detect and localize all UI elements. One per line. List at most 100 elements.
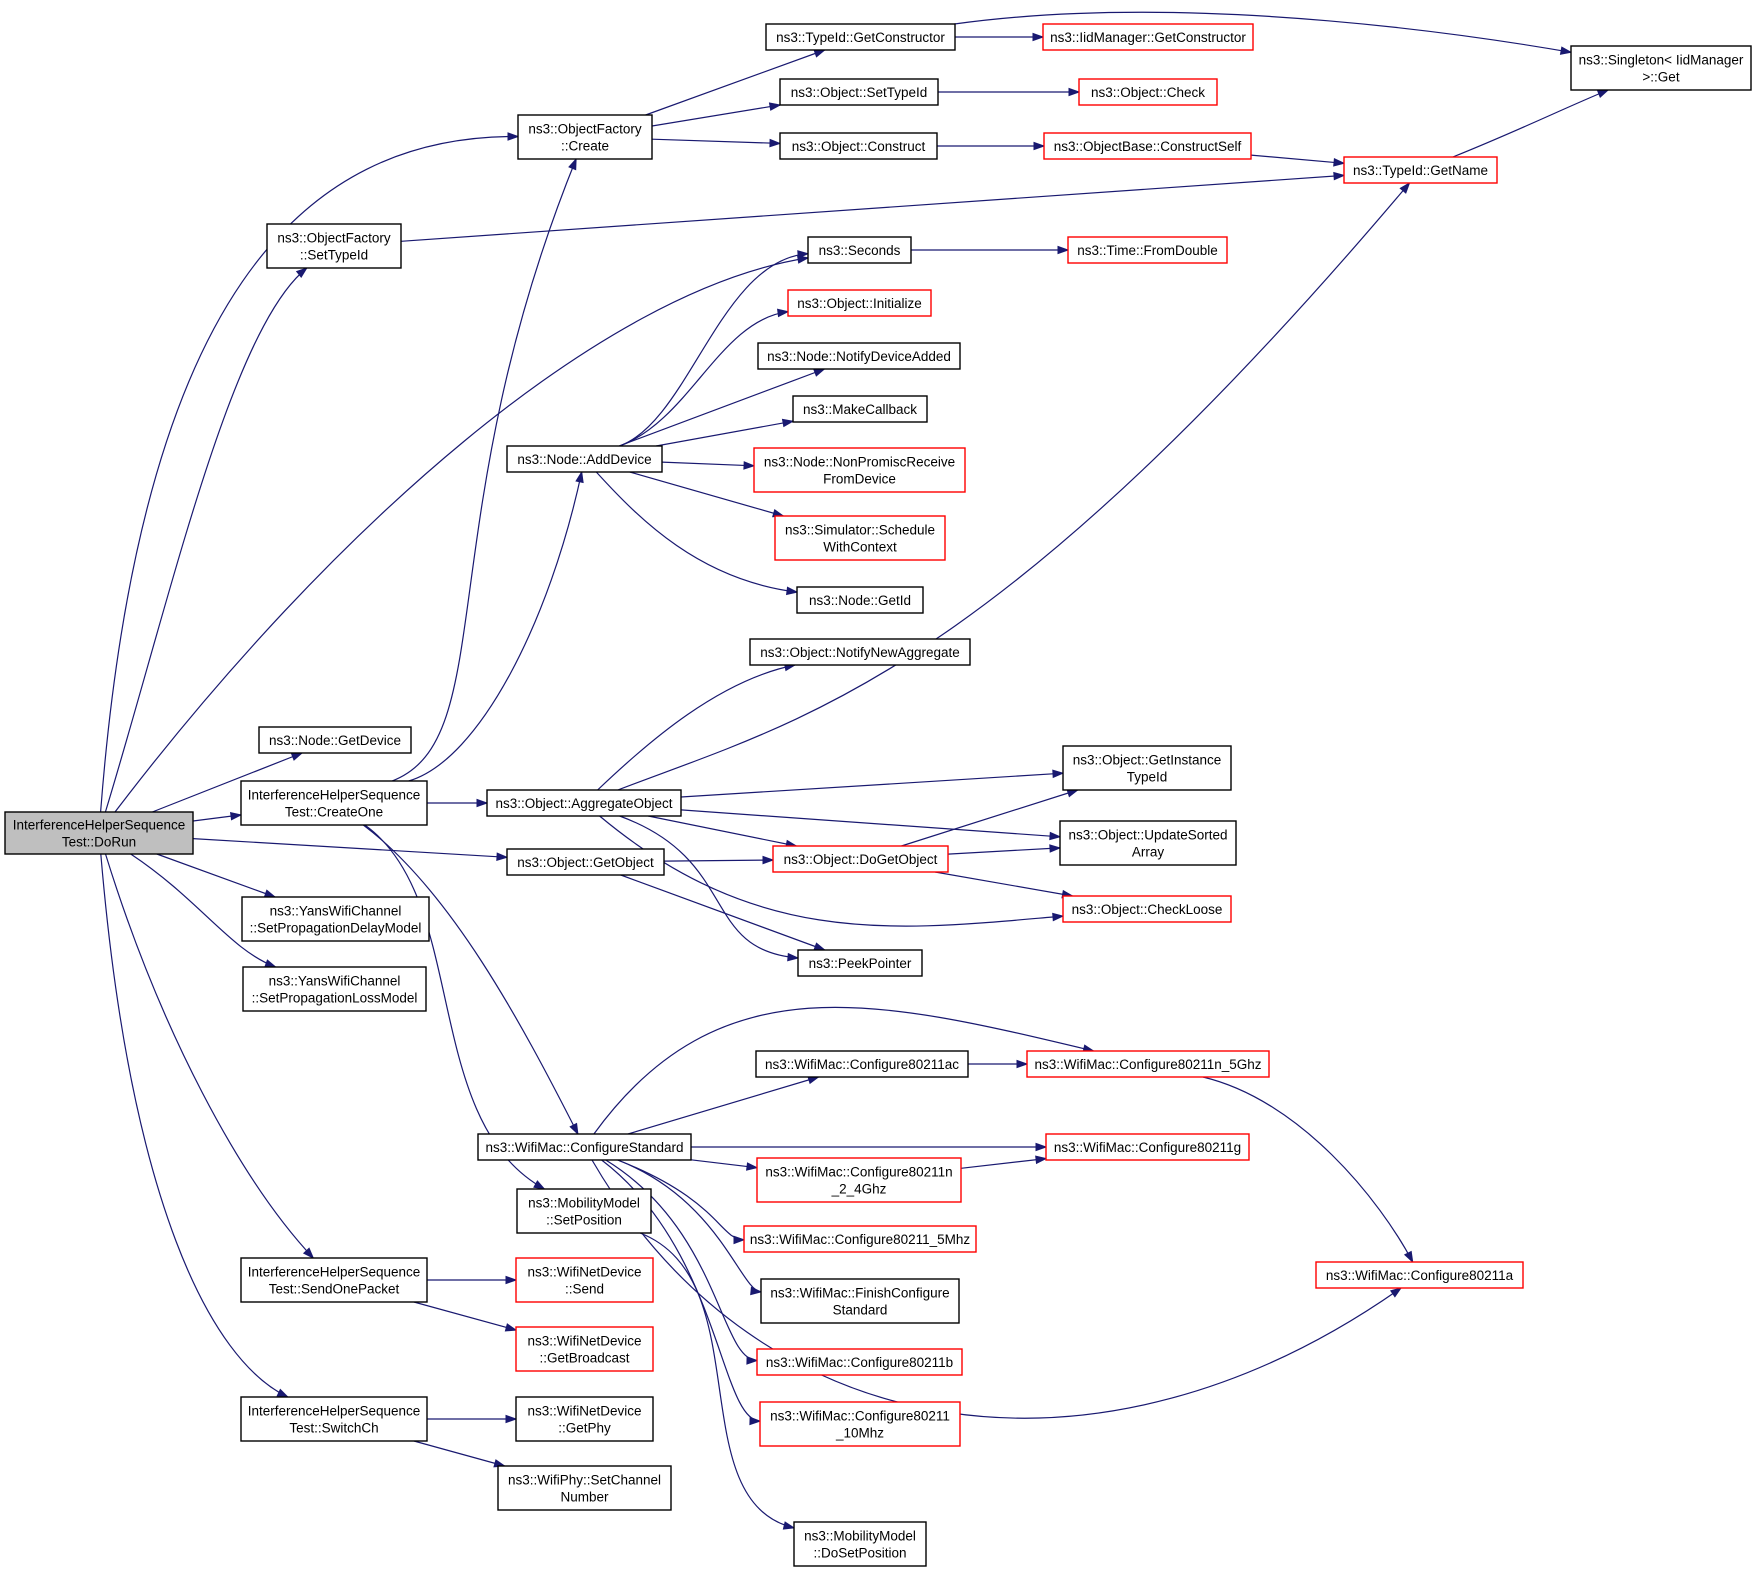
node-cfg-80211ac[interactable]: ns3::WifiMac::Configure80211ac [755,1050,969,1078]
node-label: ns3::Seconds [819,243,901,258]
node-typeid-getconstructor[interactable]: ns3::TypeId::GetConstructor [765,23,956,51]
node-label: ns3::Node::GetId [809,593,911,608]
edges-layer [100,11,1610,1530]
node-object-check[interactable]: ns3::Object::Check [1078,78,1218,106]
edge-typeid_getconstructor-to-singleton_get [954,11,1573,55]
node-label: Test::DoRun [62,835,136,850]
node-object-initialize[interactable]: ns3::Object::Initialize [787,289,932,317]
node-label: Test::SendOnePacket [269,1282,400,1297]
node-box [515,1257,654,1303]
node-box [1343,156,1498,184]
node-dogetobject[interactable]: ns3::Object::DoGetObject [772,845,949,873]
node-cfg-80211b[interactable]: ns3::WifiMac::Configure80211b [756,1348,963,1376]
node-cfg-80211-5mhz[interactable]: ns3::WifiMac::Configure80211_5Mhz [743,1225,977,1253]
node-box [1042,23,1254,51]
node-label: ns3::Object::GetInstance [1073,753,1222,768]
arrowhead [1033,141,1046,151]
node-label: ns3::Object::GetObject [517,855,654,870]
node-box [506,445,663,473]
arrowhead [302,1247,315,1260]
node-label: ns3::WifiPhy::SetChannel [508,1473,661,1488]
edge-aggregateobject-to-getinstancetypeid [680,769,1065,798]
edge-getobject-to-peekpointer [620,874,827,951]
node-node-getid[interactable]: ns3::Node::GetId [796,586,924,614]
node-netdevice-send[interactable]: ns3::WifiNetDevice::Send [515,1257,654,1303]
node-time-fromdouble[interactable]: ns3::Time::FromDouble [1067,236,1228,264]
node-object-settypeid[interactable]: ns3::Object::SetTypeId [779,78,939,106]
edge-configurestandard-to-cfg_80211g [691,1142,1048,1152]
node-label: ::SetPosition [546,1213,622,1228]
node-sendonepacket[interactable]: InterferenceHelperSequenceTest::SendOneP… [240,1257,428,1303]
node-netdevice-getbroadcast[interactable]: ns3::WifiNetDevice::GetBroadcast [515,1326,654,1372]
node-getobject[interactable]: ns3::Object::GetObject [506,848,665,876]
arrowhead [496,852,509,861]
node-box [515,1326,654,1372]
node-checkloose[interactable]: ns3::Object::CheckLoose [1062,895,1232,923]
node-box [757,342,961,370]
node-label: ns3::YansWifiChannel [269,974,401,989]
node-peekpointer[interactable]: ns3::PeekPointer [797,949,923,977]
arrowhead [769,138,782,148]
node-label: ns3::ObjectFactory [528,122,642,137]
node-mobility-setposition[interactable]: ns3::MobilityModel::SetPosition [516,1188,652,1234]
node-cfg-80211n-5ghz[interactable]: ns3::WifiMac::Configure80211n_5Ghz [1026,1050,1270,1078]
node-object-construct[interactable]: ns3::Object::Construct [779,132,938,160]
node-box [258,726,412,754]
node-configurestandard[interactable]: ns3::WifiMac::ConfigureStandard [477,1133,692,1161]
node-cfg-80211g[interactable]: ns3::WifiMac::Configure80211g [1045,1133,1250,1161]
node-factory-create[interactable]: ns3::ObjectFactory::Create [517,114,653,160]
node-cfg-80211-10mhz[interactable]: ns3::WifiMac::Configure80211_10Mhz [759,1401,961,1447]
arrowhead [504,1323,518,1332]
node-constructself[interactable]: ns3::ObjectBase::ConstructSelf [1043,132,1252,160]
node-notifynewaggregate[interactable]: ns3::Object::NotifyNewAggregate [749,638,971,666]
node-label: Array [1132,845,1165,860]
node-cfg-80211a[interactable]: ns3::WifiMac::Configure80211a [1315,1261,1524,1289]
arrowhead [743,461,756,470]
arrowhead [1049,831,1062,841]
node-cfg-80211n-24ghz[interactable]: ns3::WifiMac::Configure80211n_2_4Ghz [756,1157,962,1203]
node-factory-settypeid[interactable]: ns3::ObjectFactory::SetTypeId [266,223,402,269]
node-label: Number [560,1490,609,1505]
node-box [792,395,928,423]
node-setpropdelay[interactable]: ns3::YansWifiChannel::SetPropagationDela… [241,896,430,942]
node-singleton-get[interactable]: ns3::Singleton< IidManager >::Get [1570,45,1752,91]
node-box [753,447,966,493]
arrowhead [1403,1250,1414,1264]
node-label: InterferenceHelperSequence [248,788,421,803]
arrowhead [1068,87,1081,97]
node-node-getdevice[interactable]: ns3::Node::GetDevice [258,726,412,754]
node-aggregateobject[interactable]: ns3::Object::AggregateObject [486,789,682,817]
arrowhead [1032,32,1045,42]
node-box [749,638,971,666]
node-createone[interactable]: InterferenceHelperSequenceTest::CreateOn… [240,780,428,826]
arrowhead [575,470,584,484]
edge-node_adddevice-to-object_initialize [619,308,790,447]
arrowhead [733,1235,746,1245]
arrowhead [777,308,790,318]
node-node-adddevice[interactable]: ns3::Node::AddDevice [506,445,663,473]
node-box [793,1521,927,1567]
node-typeid-getname[interactable]: ns3::TypeId::GetName [1343,156,1498,184]
node-seconds[interactable]: ns3::Seconds [807,236,912,264]
node-label: InterferenceHelperSequence [248,1265,421,1280]
node-box [755,1050,969,1078]
node-label: WithContext [823,540,897,555]
node-label: ns3::Node::NonPromiscReceive [764,455,955,470]
node-mobility-dosetposition[interactable]: ns3::MobilityModel::DoSetPosition [793,1521,927,1567]
edge-createone-to-node_adddevice [408,470,584,782]
node-setproploss[interactable]: ns3::YansWifiChannel::SetPropagationLoss… [242,966,427,1012]
node-notifydeviceadded[interactable]: ns3::Node::NotifyDeviceAdded [757,342,961,370]
edge-factory_create-to-object_construct [651,138,782,148]
node-iidmanager-getconstructor[interactable]: ns3::IidManager::GetConstructor [1042,23,1254,51]
node-box [1045,1133,1250,1161]
node-netdevice-getphy[interactable]: ns3::WifiNetDevice::GetPhy [515,1396,654,1442]
node-makecallback[interactable]: ns3::MakeCallback [792,395,928,423]
